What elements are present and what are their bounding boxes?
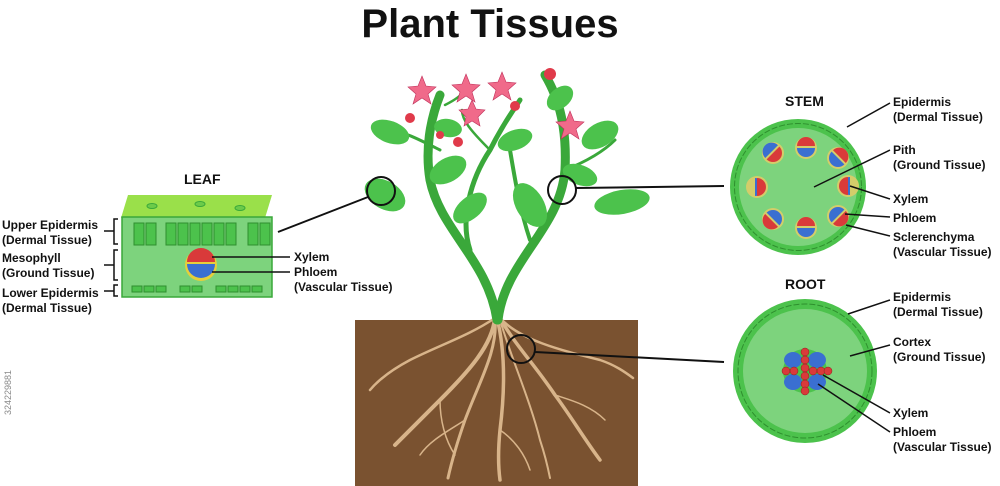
flower-buds — [405, 68, 556, 147]
stem-heading: STEM — [785, 93, 824, 109]
root-section — [733, 299, 877, 443]
root-xylem-label: Xylem — [893, 406, 929, 420]
stem-xylem-label: Xylem — [893, 192, 929, 206]
roots — [368, 316, 635, 482]
leaf-phloem-label: Phloem(Vascular Tissue) — [294, 265, 393, 294]
leaf-pointers — [212, 256, 290, 273]
leaf-xylem-label: Xylem — [294, 250, 330, 264]
root-epidermis-label: Epidermis(Dermal Tissue) — [893, 290, 983, 319]
zoom-connectors — [277, 185, 725, 363]
vascular-bundles — [746, 137, 859, 239]
root-cortex-label: Cortex(Ground Tissue) — [893, 335, 986, 364]
zoom-circles — [366, 175, 577, 364]
plant-leaves — [364, 85, 650, 227]
leaf-upper-epidermis-label: Upper Epidermis(Dermal Tissue) — [2, 218, 99, 247]
stem-phloem-label: Phloem — [893, 211, 937, 225]
leaf-heading: LEAF — [184, 171, 221, 187]
root-heading: ROOT — [785, 276, 826, 292]
stem-pointers — [813, 102, 891, 237]
leaf-lower-epidermis-label: Lower Epidermis(Dermal Tissue) — [2, 286, 99, 315]
flowers — [407, 71, 585, 140]
leaf-brackets — [104, 218, 118, 297]
leaf-mesophyll-label: Mesophyll(Ground Tissue) — [2, 251, 95, 280]
stem-sclerenchyma-label: Sclerenchyma(Vascular Tissue) — [893, 230, 992, 259]
watermark-id: 324229881 — [3, 369, 13, 415]
stem-pith-label: Pith(Ground Tissue) — [893, 143, 986, 172]
root-phloem-label: Phloem(Vascular Tissue) — [893, 425, 992, 454]
root-pointers — [817, 299, 891, 433]
plant-stems — [388, 70, 617, 325]
soil — [355, 320, 638, 486]
stem-section — [730, 119, 866, 255]
leaf-section — [121, 195, 273, 298]
page-title: Plant Tissues — [361, 2, 619, 46]
stem-epidermis-label: Epidermis(Dermal Tissue) — [893, 95, 983, 124]
